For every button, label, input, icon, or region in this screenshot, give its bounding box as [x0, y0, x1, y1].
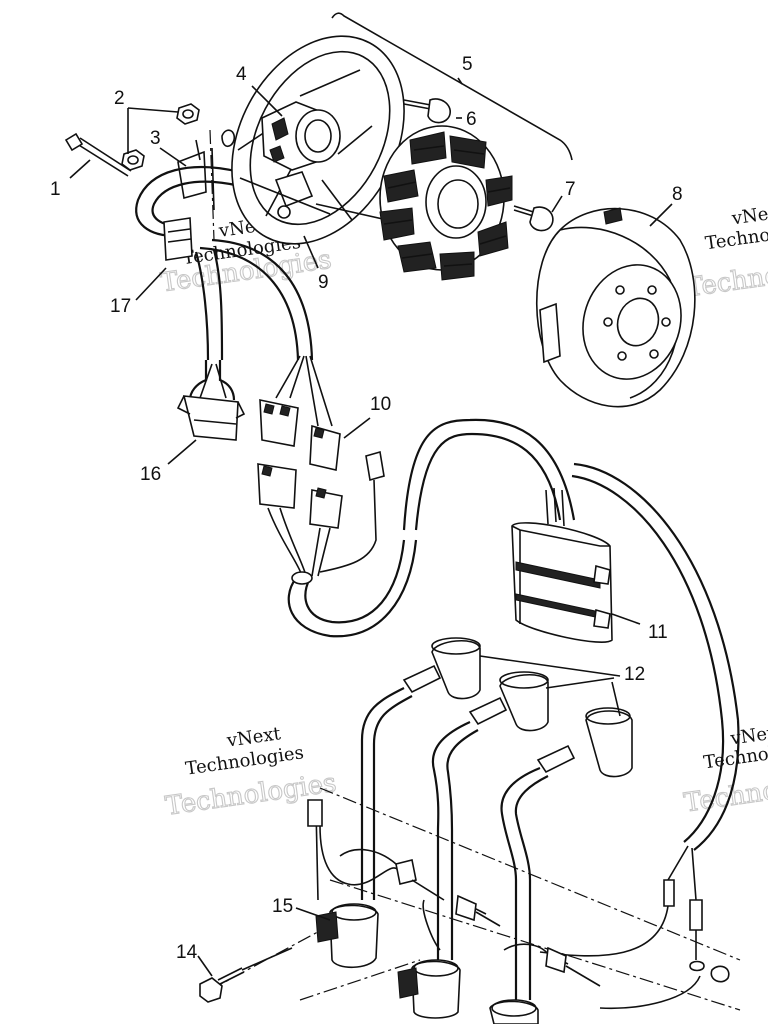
label-part-3: 3: [150, 128, 161, 149]
callout-line-12b: [545, 677, 615, 689]
connector-group-part-10: [257, 355, 385, 577]
centerline-2: [329, 879, 741, 1011]
label-part-6: 6: [466, 109, 477, 130]
stator-coil-assembly: [379, 125, 513, 281]
label-part-1: 1: [50, 179, 61, 200]
spark-plug-cap-1: [360, 637, 481, 780]
label-part-11: 11: [648, 622, 668, 643]
label-part-7: 7: [565, 179, 576, 200]
label-part-5: 5: [462, 54, 473, 75]
ignition-coil-2: [397, 830, 501, 1019]
nut-part-2-lower: [121, 149, 145, 171]
flywheel-part-8: [535, 207, 696, 408]
label-part-15: 15: [272, 896, 293, 917]
callout-line-12c: [611, 681, 621, 717]
svg-text:Technologies: Technologies: [684, 250, 768, 304]
centerline-4: [299, 959, 421, 1001]
bracket-alignment-line: [209, 129, 215, 241]
label-part-14: 14: [176, 942, 198, 963]
bracket-part-3: [177, 129, 236, 211]
callout-bracket-5: [331, 12, 573, 161]
spark-plug-cap-2: [431, 671, 549, 831]
stator-wire-harness: [135, 165, 314, 361]
screw-part-6: [403, 98, 451, 124]
label-part-8: 8: [672, 184, 683, 205]
bolt-part-1: [64, 132, 132, 177]
callout-bracket-5-tick: [457, 77, 463, 85]
callout-leaders: [69, 85, 673, 977]
label-part-4: 4: [236, 64, 247, 85]
centerline-1: [319, 787, 741, 961]
label-part-10: 10: [370, 394, 391, 415]
label-part-12: 12: [624, 664, 645, 685]
bolt-part-14: [199, 947, 293, 1003]
nut-part-2-upper: [176, 103, 200, 125]
right-wire-harness: [539, 719, 740, 1010]
label-part-16: 16: [140, 464, 161, 485]
stator-plate: [231, 35, 405, 245]
label-part-9: 9: [318, 272, 329, 293]
callout-line-12a: [479, 655, 621, 677]
label-part-2: 2: [114, 88, 125, 109]
ignition-coil-3: [489, 880, 601, 1024]
main-wire-harness: [287, 418, 576, 638]
ignition-coil-1: [307, 780, 445, 969]
label-part-17: 17: [110, 296, 131, 317]
cdi-module-part-11: [511, 462, 740, 721]
connector-part-16: [176, 360, 246, 441]
spark-plug-cap-3: [500, 707, 633, 881]
screw-part-7: [513, 205, 554, 232]
